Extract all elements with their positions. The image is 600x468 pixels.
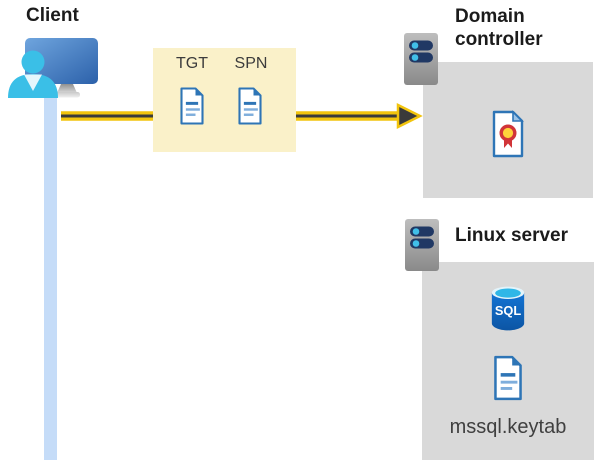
keytab-document-icon <box>494 355 522 401</box>
spn-document-icon <box>238 87 262 125</box>
tgt-document-icon <box>180 87 204 125</box>
spn-label: SPN <box>234 55 268 72</box>
domain-controller-server-icon <box>404 33 438 85</box>
client-label: Client <box>26 5 79 26</box>
client-workstation-icon <box>8 38 98 98</box>
sql-icon-text: SQL <box>495 303 522 318</box>
user-icon <box>8 50 58 98</box>
keytab-filename-label: mssql.keytab <box>449 416 567 438</box>
linux-server-icon <box>405 219 439 271</box>
domain-controller-label: Domain controller <box>455 6 543 50</box>
certificate-icon <box>492 110 524 158</box>
ticket-box: TGT SPN <box>153 48 296 152</box>
linux-server-label: Linux server <box>455 225 568 246</box>
tgt-label: TGT <box>176 55 208 72</box>
client-connection-bar <box>44 91 57 460</box>
sql-database-icon: SQL <box>491 286 525 331</box>
